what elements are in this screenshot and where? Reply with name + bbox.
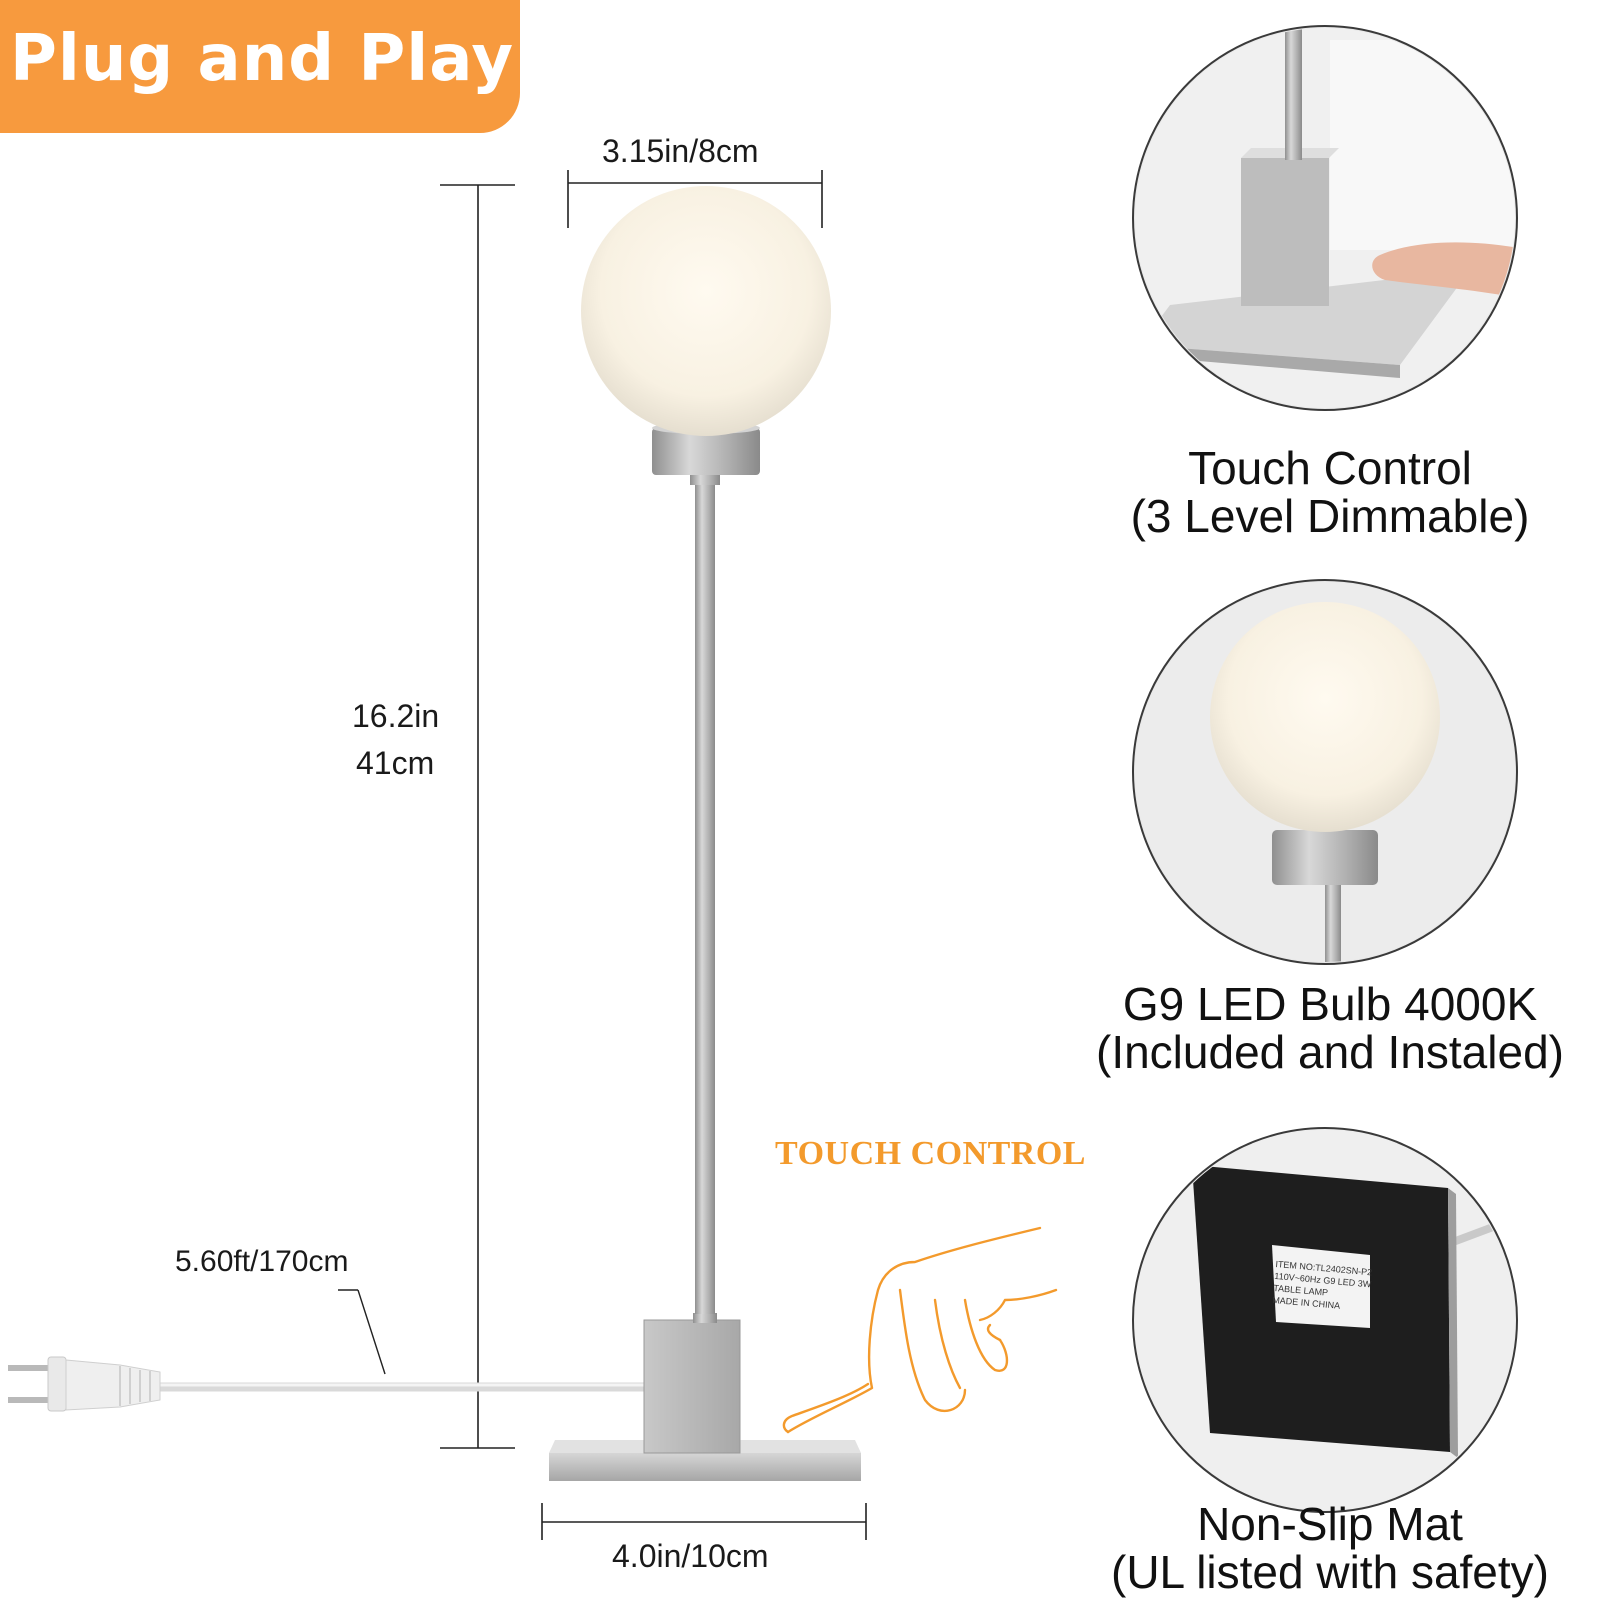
touch-control-label: TOUCH CONTROL xyxy=(775,1135,1086,1172)
feature-subtitle: (UL listed with safety) xyxy=(1111,1546,1549,1598)
pointing-hand-icon xyxy=(782,1226,1058,1434)
feature-caption-bulb: G9 LED Bulb 4000K (Included and Instaled… xyxy=(1050,980,1600,1076)
feature-title: Touch Control xyxy=(1188,442,1472,494)
table-lamp xyxy=(549,186,861,1481)
height-dimension-line xyxy=(440,184,515,1449)
feature-title: G9 LED Bulb 4000K xyxy=(1122,978,1538,1030)
feature-title: Non-Slip Mat xyxy=(1197,1498,1463,1550)
height-inches-label: 16.2in xyxy=(352,698,440,734)
feature-caption-mat: Non-Slip Mat (UL listed with safety) xyxy=(1050,1500,1600,1596)
height-cm-label: 41cm xyxy=(356,745,435,781)
banner-title: Plug and Play xyxy=(10,22,515,96)
base-width-line xyxy=(541,1503,867,1540)
feature-subtitle: (3 Level Dimmable) xyxy=(1130,490,1530,542)
mat-product-label: ITEM NO:TL2402SN-P2 110V~60Hz G9 LED 3W … xyxy=(1272,1258,1376,1315)
bulb-photo xyxy=(1132,579,1518,965)
cord-length-label: 5.60ft/170cm xyxy=(175,1245,349,1278)
non-slip-mat-photo xyxy=(1132,1127,1518,1513)
feature-caption-touch: Touch Control (3 Level Dimmable) xyxy=(1050,444,1600,540)
shade-width-label: 3.15in/8cm xyxy=(602,133,759,169)
plug-and-play-banner xyxy=(0,0,520,133)
base-width-label: 4.0in/10cm xyxy=(612,1538,769,1574)
shade-width-line xyxy=(567,170,823,228)
power-cord xyxy=(150,1289,653,1392)
plug-icon xyxy=(8,1356,161,1412)
feature-subtitle: (Included and Instaled) xyxy=(1096,1026,1564,1078)
touch-control-photo xyxy=(1132,25,1518,411)
